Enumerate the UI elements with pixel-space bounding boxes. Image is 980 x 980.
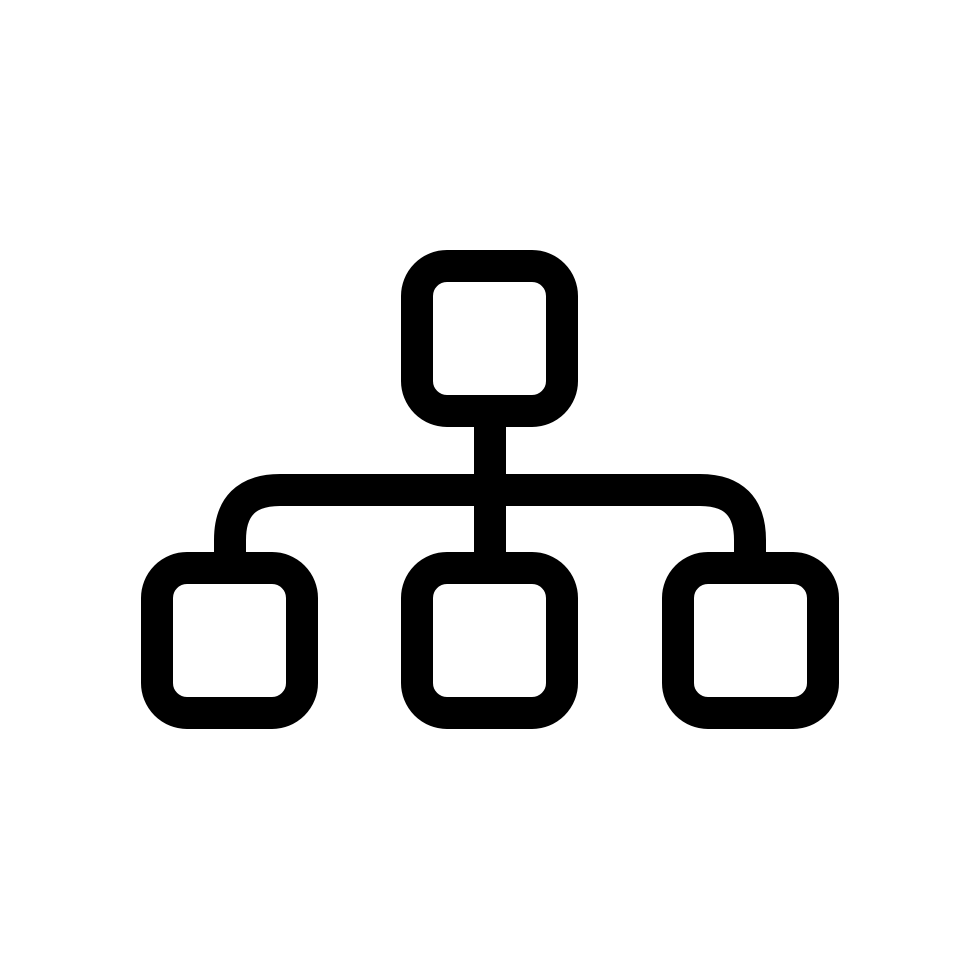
left-node-box xyxy=(141,552,318,729)
center-node-box xyxy=(401,552,578,729)
branch-connector xyxy=(214,474,766,568)
top-node-box xyxy=(401,250,578,427)
right-node-box xyxy=(662,552,839,729)
